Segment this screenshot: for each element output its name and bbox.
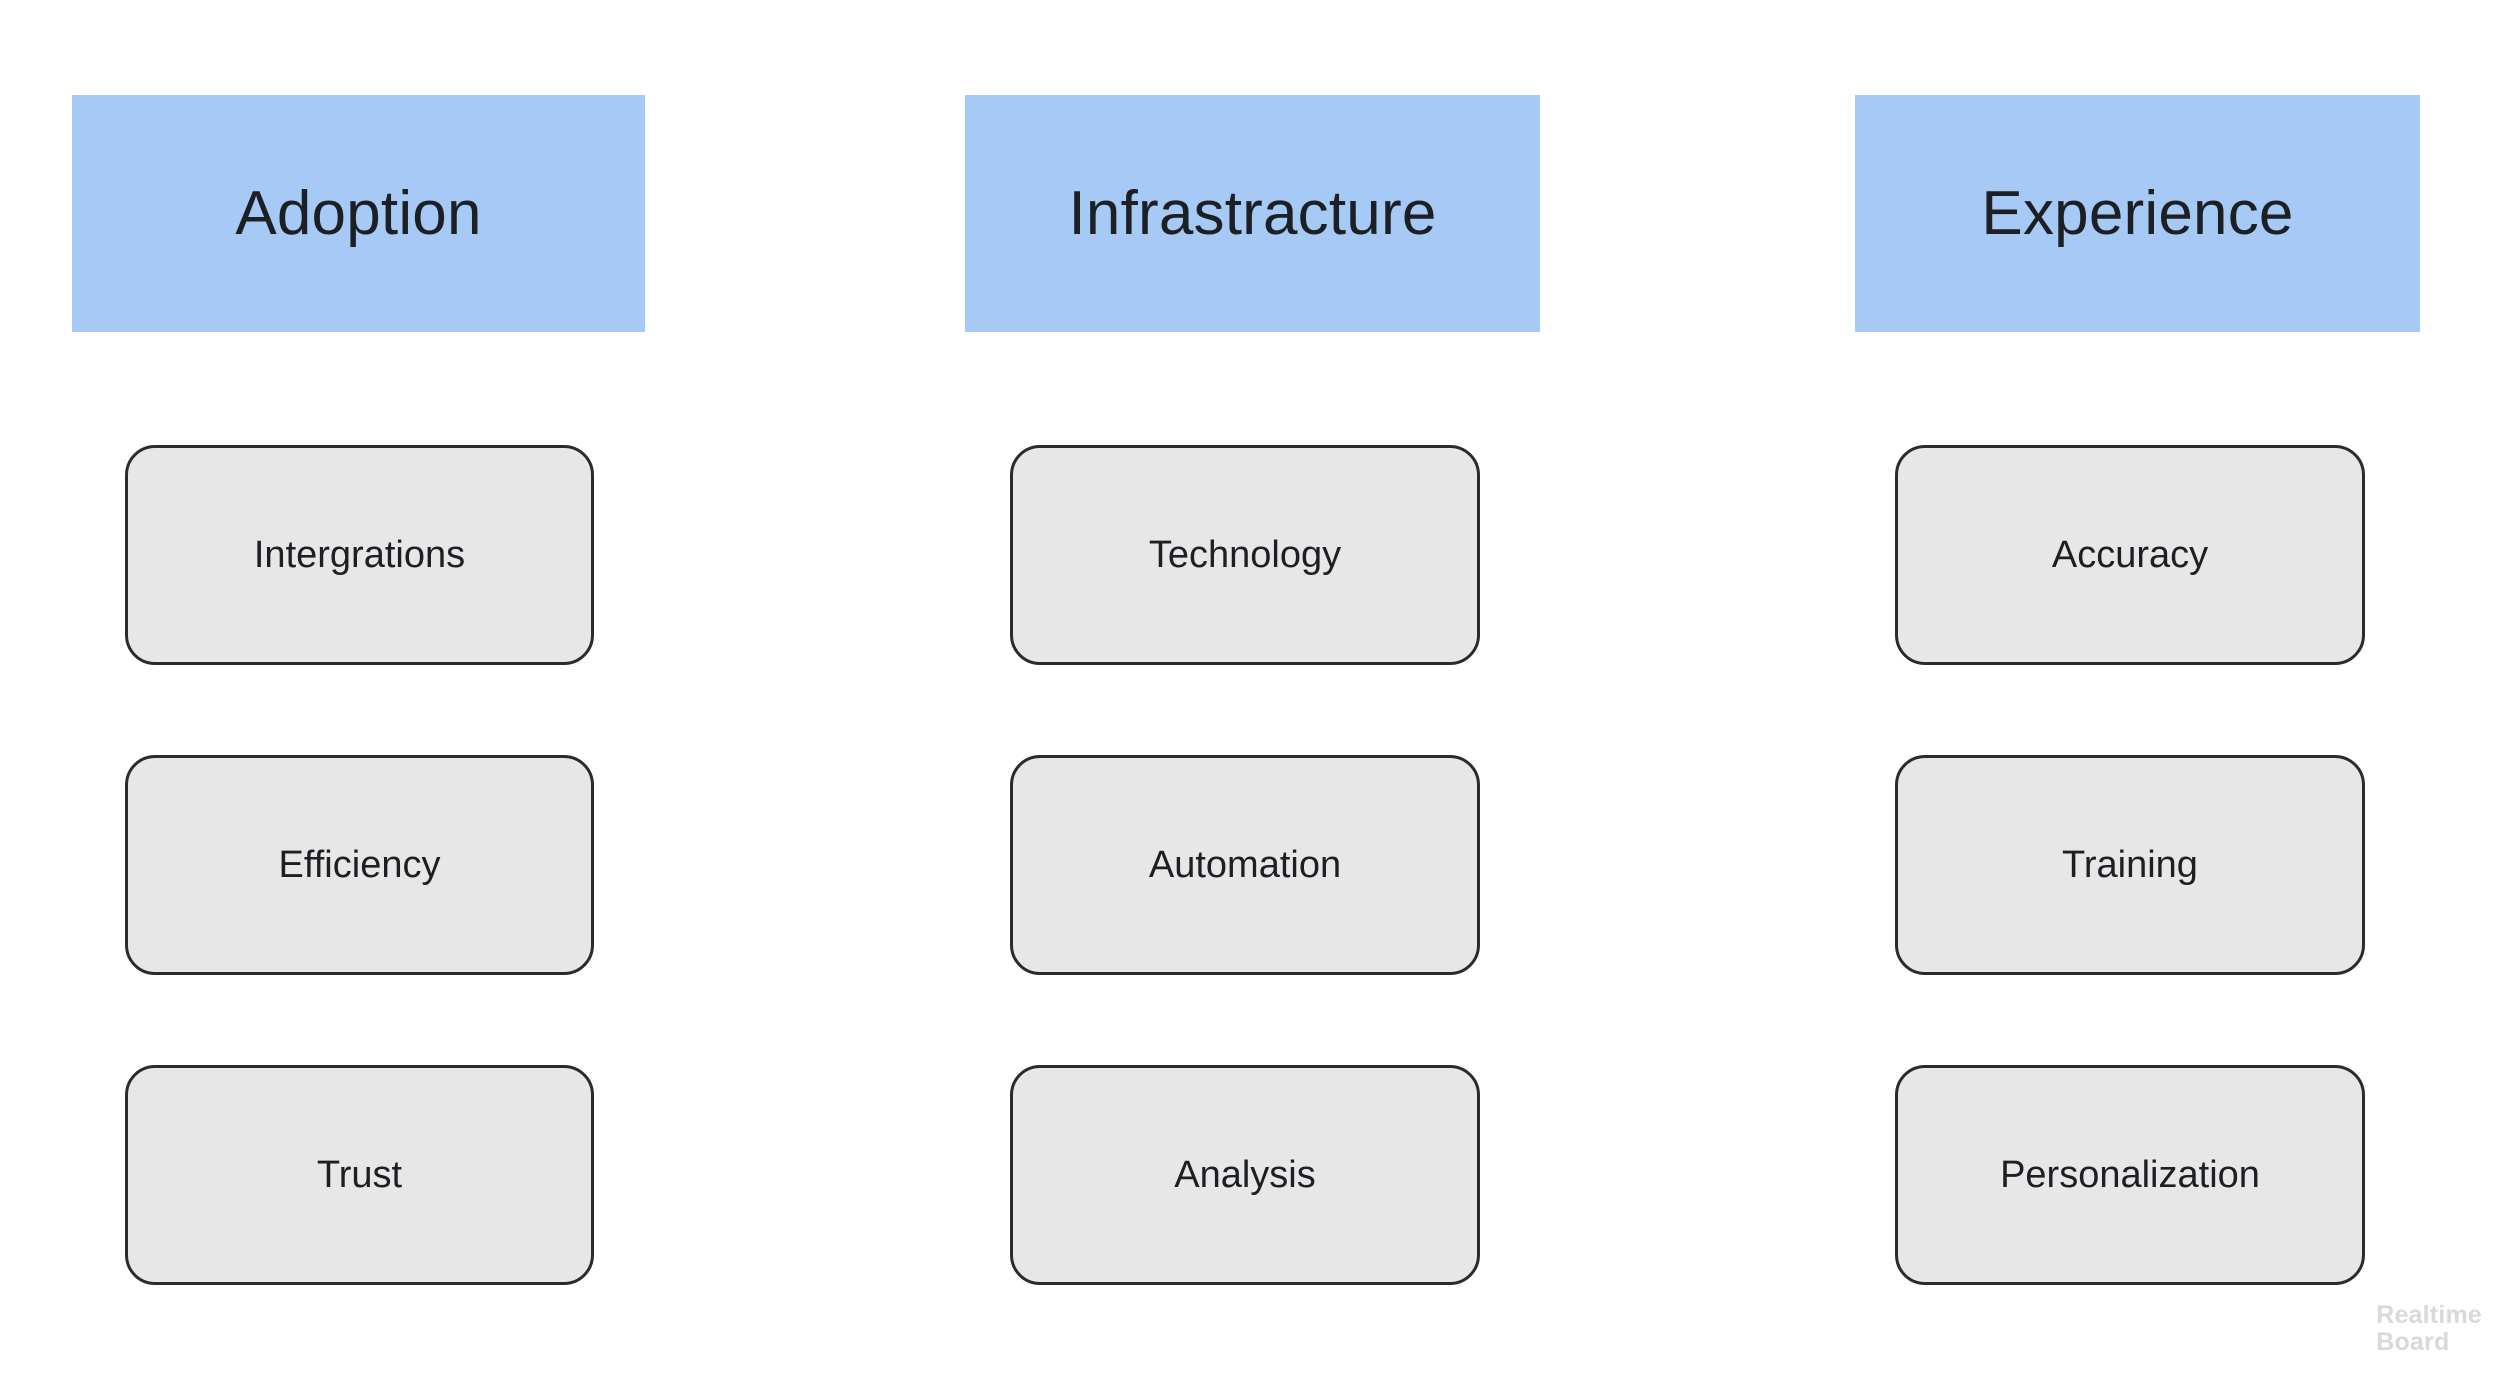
card-personalization[interactable]: Personalization	[1895, 1065, 2365, 1285]
column-header-adoption[interactable]: Adoption	[72, 95, 645, 332]
column-header-infrastracture[interactable]: Infrastracture	[965, 95, 1540, 332]
column-header-label: Adoption	[235, 178, 482, 248]
card-technology[interactable]: Technology	[1010, 445, 1480, 665]
card-trust[interactable]: Trust	[125, 1065, 594, 1285]
card-label: Technology	[1148, 534, 1342, 576]
watermark-line-2: Board	[2376, 1327, 2450, 1356]
column-header-experience[interactable]: Experience	[1855, 95, 2420, 332]
card-intergrations[interactable]: Intergrations	[125, 445, 594, 665]
card-training[interactable]: Training	[1895, 755, 2365, 975]
card-label: Trust	[316, 1154, 403, 1196]
card-label: Analysis	[1174, 1154, 1316, 1196]
watermark-line-1: Realtime	[2376, 1301, 2482, 1329]
card-label: Accuracy	[2051, 534, 2209, 576]
card-label: Training	[2062, 844, 2198, 886]
card-analysis[interactable]: Analysis	[1010, 1065, 1480, 1285]
card-label: Automation	[1148, 844, 1342, 886]
card-efficiency[interactable]: Efficiency	[125, 755, 594, 975]
card-label: Personalization	[2000, 1154, 2260, 1196]
column-header-label: Infrastracture	[1068, 178, 1437, 248]
realtime-board-watermark: Realtime Board	[2376, 1302, 2482, 1355]
card-label: Intergrations	[253, 534, 466, 576]
card-label: Efficiency	[278, 844, 441, 886]
card-automation[interactable]: Automation	[1010, 755, 1480, 975]
card-accuracy[interactable]: Accuracy	[1895, 445, 2365, 665]
column-header-label: Experience	[1981, 178, 2294, 248]
